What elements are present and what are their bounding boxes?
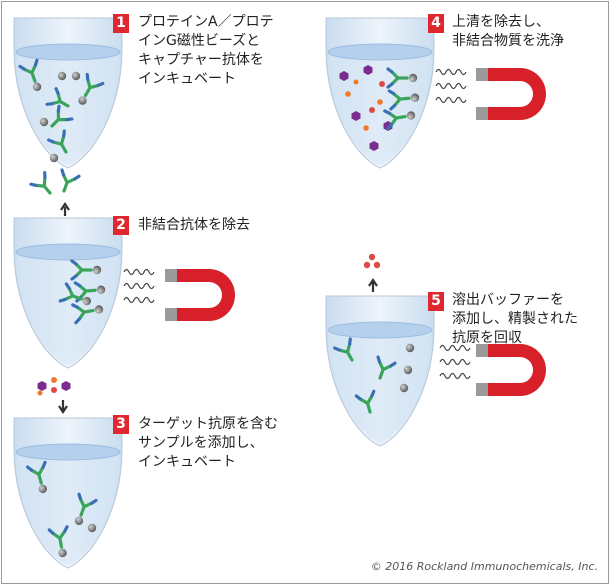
step-1-badge: 1 — [113, 14, 129, 33]
eluted-antigen — [363, 253, 381, 269]
tube-step-3 — [13, 417, 123, 569]
step-5-text: 溶出バッファーを 添加し、精製された 抗原を回収 — [452, 292, 578, 346]
magnet-step-5 — [476, 344, 546, 396]
magnet-field-4 — [435, 68, 467, 104]
step-2-badge: 2 — [113, 216, 129, 235]
arrow-up-5 — [368, 278, 378, 292]
copyright-notice: © 2016 Rockland Immunochemicals, Inc. — [370, 560, 598, 573]
tube-step-5 — [325, 295, 435, 447]
magnet-field-5 — [439, 344, 471, 380]
step-4-text: 上清を除去し、 非結合物質を洗浄 — [452, 14, 564, 49]
removed-antibodies — [29, 168, 81, 201]
step-3-text: ターゲット抗原を含む サンプルを添加し、 インキュベート — [138, 416, 278, 470]
antigen-cluster-3 — [37, 377, 71, 396]
tube-step-4 — [325, 17, 435, 169]
magnet-step-2 — [165, 269, 235, 321]
step-2-text: 非結合抗体を除去 — [138, 217, 250, 233]
arrow-down-3 — [58, 400, 68, 414]
step-5-badge: 5 — [428, 292, 444, 311]
tube-step-1 — [13, 17, 123, 169]
step-3-badge: 3 — [113, 415, 129, 434]
magnet-field-2 — [123, 268, 155, 304]
tube-step-2 — [13, 217, 123, 369]
arrow-up-1 — [60, 202, 70, 216]
magnet-step-4 — [476, 68, 546, 120]
step-4-badge: 4 — [428, 14, 444, 33]
step-1-text: プロテインA／プロテ インG磁性ビーズと キャプチャー抗体を インキュベート — [138, 14, 274, 87]
